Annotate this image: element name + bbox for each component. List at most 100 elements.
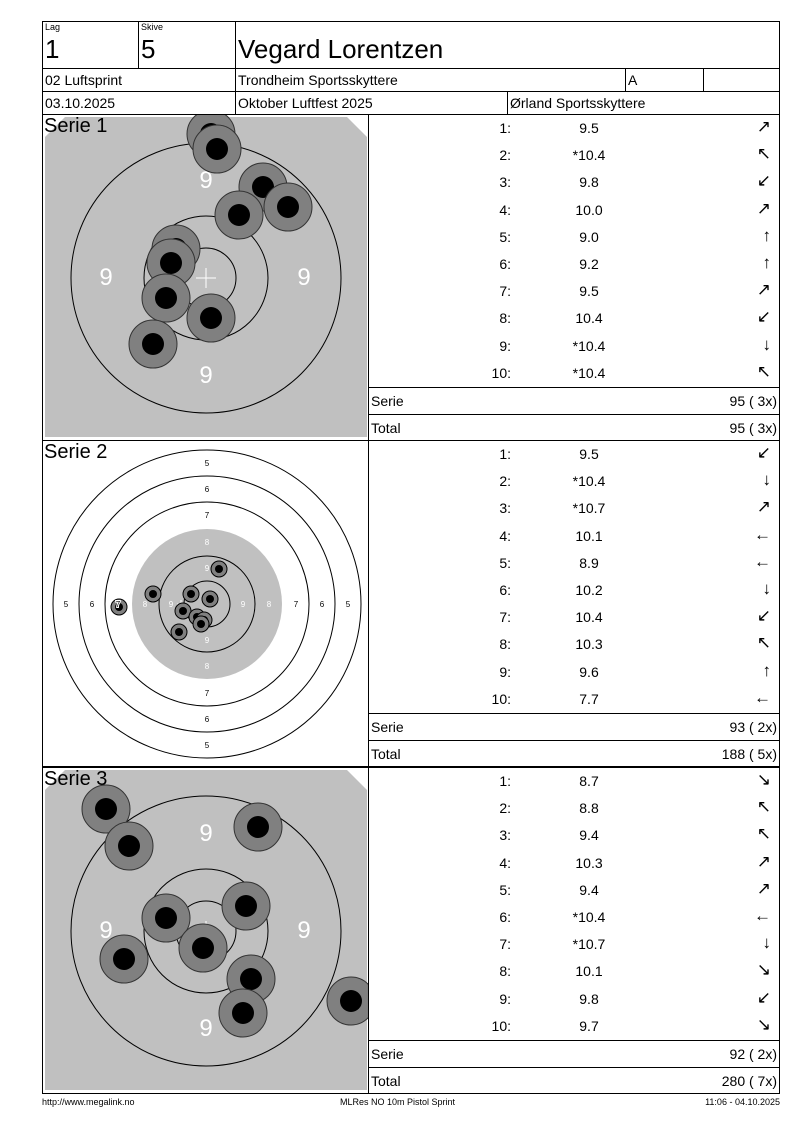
shot-row: 9: *10.4 ↓ (369, 333, 779, 360)
shot-score: *10.4 (572, 147, 606, 164)
ring (158, 555, 256, 653)
shot-table: 1: 9.5 ↗2: *10.4 ↖3: 9.8 ↙4: 10.0 ↗5: 9.… (369, 115, 779, 440)
ring-number: 6 (90, 600, 95, 609)
ring-number: 9 (169, 600, 174, 609)
ring-number: 6 (320, 600, 325, 609)
shot-core (155, 907, 177, 929)
ring-number: 9 (199, 1015, 212, 1042)
shot-score: 8.9 (579, 554, 599, 571)
shot-row: 2: 8.8 ↖ (369, 795, 779, 822)
shooter-name-cell: Vegard Lorentzen (235, 21, 780, 69)
shot-score: 9.0 (579, 228, 599, 245)
total-row: Total 280 ( 7x) (369, 1067, 779, 1094)
shot-number: 10: (491, 690, 511, 707)
direction-arrow-icon: ↘ (756, 770, 771, 789)
direction-arrow-icon: ↑ (762, 660, 772, 680)
date: 03.10.2025 (45, 95, 116, 111)
shot-score: 10.1 (575, 963, 603, 980)
shot-score: 9.8 (579, 990, 599, 1007)
ring-number: 9 (199, 820, 212, 847)
shot-row: 6: 10.2 ↓ (369, 577, 779, 604)
group: A (628, 72, 638, 88)
ring-number: 7 (205, 511, 210, 520)
serie-label: Serie (371, 719, 404, 735)
shot-number: 1: (499, 446, 511, 462)
organizer: Ørland Sportsskyttere (510, 95, 646, 111)
skive-value: 5 (141, 34, 156, 64)
ring-number: 6 (205, 485, 210, 494)
shot-core (118, 835, 140, 857)
total-label: Total (371, 420, 401, 436)
class-cell: 02 Luftsprint (42, 68, 236, 92)
shot-score: 10.3 (575, 636, 603, 653)
direction-arrow-icon: ↖ (756, 824, 771, 844)
shot-number: 7: (499, 936, 511, 953)
club-name: Trondheim Sportsskyttere (238, 72, 398, 88)
ring-number: 9 (199, 167, 212, 194)
ring (104, 501, 310, 707)
direction-arrow-icon: ↗ (756, 198, 771, 218)
direction-arrow-icon: ↗ (756, 851, 771, 871)
shot-core (206, 138, 228, 160)
ring (70, 795, 342, 1067)
ring-number: 5 (346, 600, 351, 609)
ring (78, 475, 336, 733)
direction-arrow-icon: ↗ (756, 117, 771, 136)
shot-row: 3: 9.8 ↙ (369, 169, 779, 196)
shot-core (192, 937, 214, 959)
direction-arrow-icon: ↗ (756, 497, 771, 517)
event-name: Oktober Luftfest 2025 (238, 95, 373, 111)
shot-number: 1: (499, 120, 511, 136)
organizer-cell: Ørland Sportsskyttere (507, 91, 780, 115)
ring-number: 6 (205, 715, 210, 724)
shot-number: 8: (499, 310, 511, 327)
shot-row: 4: 10.1 ← (369, 523, 779, 550)
serie-value: 95 ( 3x) (729, 393, 777, 409)
direction-arrow-icon: ↓ (762, 470, 772, 490)
shot-row: 1: 9.5 ↙ (369, 441, 779, 468)
total-label: Total (371, 746, 401, 762)
direction-arrow-icon: ↖ (756, 361, 771, 381)
direction-arrow-icon: ↓ (762, 334, 772, 354)
total-value: 95 ( 3x) (729, 420, 777, 436)
center-cross (196, 268, 216, 288)
total-value: 188 ( 5x) (721, 746, 777, 762)
shot-row: 10: 9.7 ↘ (369, 1013, 779, 1040)
direction-arrow-icon: ↖ (756, 633, 771, 653)
shot-number: 2: (499, 473, 511, 490)
shot-score: 10.4 (575, 609, 603, 626)
shot-number: 2: (499, 147, 511, 164)
shot-score: 9.5 (579, 446, 599, 462)
serie-row: Serie 92 ( 2x) (369, 1040, 779, 1067)
shot-score: 9.5 (579, 283, 599, 300)
direction-arrow-icon: ↖ (756, 797, 771, 817)
ring-number: 8 (205, 538, 210, 547)
shot-score: *10.7 (572, 936, 606, 953)
ring-number: 5 (205, 741, 210, 750)
ring-number: 9 (297, 917, 310, 944)
shooter-name: Vegard Lorentzen (238, 34, 444, 64)
shot-score: 9.4 (579, 881, 599, 898)
ring-number: 7 (294, 600, 299, 609)
direction-arrow-icon: ← (754, 524, 771, 544)
shot-number: 8: (499, 963, 511, 980)
direction-arrow-icon: ↗ (756, 280, 771, 300)
club-cell: Trondheim Sportsskyttere (235, 68, 626, 92)
ring (52, 449, 362, 759)
shot-row: 1: 9.5 ↗ (369, 115, 779, 142)
direction-arrow-icon: ↓ (762, 579, 772, 598)
shot-score: *10.4 (572, 473, 606, 490)
total-value: 280 ( 7x) (721, 1073, 777, 1089)
shot-number: 4: (499, 854, 511, 871)
shot-number: 6: (499, 909, 511, 925)
ring-number: 7 (205, 689, 210, 698)
lag-value: 1 (45, 34, 60, 64)
shot-core (142, 333, 164, 355)
shot-score: *10.7 (572, 500, 606, 517)
footer-url[interactable]: http://www.megalink.no (42, 1097, 135, 1107)
direction-arrow-icon: ↙ (756, 606, 771, 626)
